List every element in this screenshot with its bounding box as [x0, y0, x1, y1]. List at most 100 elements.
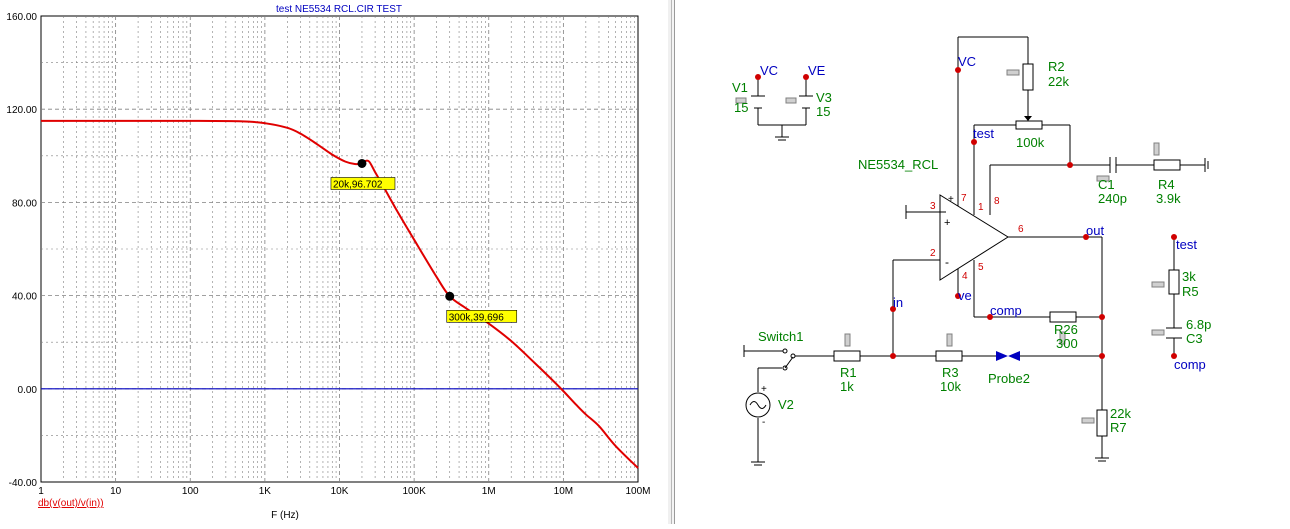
potentiometer-100k[interactable] — [1015, 112, 1043, 130]
plot-title: test NE5534 RCL.CIR TEST — [276, 4, 402, 15]
label-ve-pin: ve — [958, 288, 972, 303]
label-r1-value: 1k — [840, 379, 854, 394]
label-vc-supply: VC — [760, 63, 778, 78]
label-test-node: test — [973, 126, 994, 141]
label-r5-value: 3k — [1182, 269, 1196, 284]
label-comp-right: comp — [1174, 357, 1206, 372]
voltage-source-v2[interactable] — [745, 392, 771, 418]
opamp-plus-sign: + — [944, 217, 950, 229]
opamp-pin-2: 2 — [930, 248, 936, 259]
probe2[interactable] — [996, 351, 1020, 361]
y-tick-label: 80.00 — [12, 198, 37, 209]
label-comp-node: comp — [990, 303, 1022, 318]
resistor-r3[interactable] — [935, 350, 963, 362]
label-v2: V2 — [778, 397, 794, 412]
tuning-handles[interactable] — [844, 69, 1165, 424]
resistor-r26[interactable] — [1049, 311, 1077, 323]
resistor-r7[interactable] — [1096, 409, 1108, 437]
x-tick-label: 10 — [110, 486, 122, 497]
label-r26: R26 — [1054, 322, 1078, 337]
x-axis-label: F (Hz) — [271, 510, 299, 521]
label-r7: R7 — [1110, 420, 1127, 435]
label-r5: R5 — [1182, 284, 1199, 299]
label-r2-value: 22k — [1048, 74, 1069, 89]
y-tick-label: 0.00 — [18, 385, 38, 396]
y-tick-label: 120.00 — [6, 105, 37, 116]
schematic-panel[interactable]: + - + — [678, 0, 1290, 524]
opamp-pin7-plus: + — [948, 194, 954, 205]
label-v1: V1 — [732, 80, 748, 95]
y-tick-label: -40.00 — [9, 478, 38, 489]
opamp-pin-6: 6 — [1018, 224, 1024, 235]
x-tick-label: 10K — [331, 486, 349, 497]
x-tick-label: 1 — [38, 486, 44, 497]
cursor-marker-point[interactable] — [357, 158, 367, 168]
cursor-marker-label: 300k,39.696 — [449, 312, 504, 323]
label-pot-value: 100k — [1016, 135, 1045, 150]
label-r1: R1 — [840, 365, 857, 380]
battery-v1[interactable] — [735, 95, 765, 109]
resistor-r4[interactable] — [1153, 159, 1181, 171]
schematic-wires — [744, 36, 1205, 462]
cursor-marker-point[interactable] — [445, 291, 455, 301]
resistor-r2[interactable] — [1022, 55, 1034, 91]
y-tick-label: 40.00 — [12, 292, 37, 303]
label-r4: R4 — [1158, 177, 1175, 192]
bode-plot-panel[interactable]: 160.00 120.00 80.00 40.00 0.00 -40.00 1 10 100 1… — [0, 0, 668, 524]
label-v3-value: 15 — [816, 104, 830, 119]
opamp-pin-4: 4 — [962, 271, 968, 282]
x-tick-label: 100K — [402, 486, 426, 497]
opamp-pin-8: 8 — [994, 196, 1000, 207]
resistor-r5[interactable] — [1168, 269, 1180, 295]
bode-plot[interactable]: 160.00 120.00 80.00 40.00 0.00 -40.00 1 10 100 1… — [0, 0, 668, 524]
label-r4-value: 3.9k — [1156, 191, 1181, 206]
label-v2-minus: - — [762, 417, 765, 428]
label-r3-value: 10k — [940, 379, 961, 394]
label-v1-value: 15 — [734, 100, 748, 115]
label-out-node: out — [1086, 223, 1104, 238]
opamp-ne5534[interactable]: + - + — [939, 194, 1009, 281]
label-r3: R3 — [942, 365, 959, 380]
battery-v3[interactable] — [785, 95, 813, 109]
ground-symbols — [751, 136, 1209, 466]
label-v2-plus: + — [761, 384, 767, 395]
opamp-pin-7: 7 — [961, 193, 967, 204]
resistor-r1[interactable] — [833, 350, 861, 362]
capacitor-c3[interactable] — [1166, 327, 1182, 339]
cursor-markers[interactable]: 20k,96.702 300k,39.696 — [330, 158, 518, 323]
label-switch1: Switch1 — [758, 329, 804, 344]
label-r26-value: 300 — [1056, 336, 1078, 351]
schematic-title: NE5534_RCL — [858, 157, 938, 172]
x-tick-label: 100M — [625, 486, 650, 497]
switch1[interactable] — [743, 345, 796, 371]
schematic-canvas[interactable]: + - + — [678, 0, 1290, 524]
x-tick-label: 1K — [259, 486, 272, 497]
cursor-marker-label: 20k,96.702 — [333, 179, 383, 190]
label-v3: V3 — [816, 90, 832, 105]
opamp-pin-1: 1 — [978, 202, 984, 213]
label-ve-supply: VE — [808, 63, 826, 78]
cursor-marker-box[interactable] — [330, 177, 396, 190]
label-r7-value: 22k — [1110, 406, 1131, 421]
label-r2: R2 — [1048, 59, 1065, 74]
cursor-marker-box[interactable] — [446, 310, 518, 323]
opamp-pin-3: 3 — [930, 201, 936, 212]
label-c3-value: 6.8p — [1186, 317, 1211, 332]
plot-grid — [41, 16, 638, 482]
connection-nodes — [755, 67, 1177, 359]
x-tick-label: 10M — [554, 486, 573, 497]
trace-legend-label[interactable]: db(v(out)/v(in)) — [38, 498, 104, 509]
label-probe2: Probe2 — [988, 371, 1030, 386]
label-test-right: test — [1176, 237, 1197, 252]
y-axis-ticks: 160.00 120.00 80.00 40.00 0.00 -40.00 — [6, 12, 37, 489]
label-c1: C1 — [1098, 177, 1115, 192]
label-c3: C3 — [1186, 331, 1203, 346]
y-tick-label: 160.00 — [6, 12, 37, 23]
opamp-pin-5: 5 — [978, 262, 984, 273]
splitter-bar[interactable] — [668, 0, 678, 524]
x-tick-label: 100 — [182, 486, 199, 497]
capacitor-c1[interactable] — [1109, 157, 1117, 173]
label-vc-top: VC — [958, 54, 976, 69]
label-in-node: in — [893, 295, 903, 310]
